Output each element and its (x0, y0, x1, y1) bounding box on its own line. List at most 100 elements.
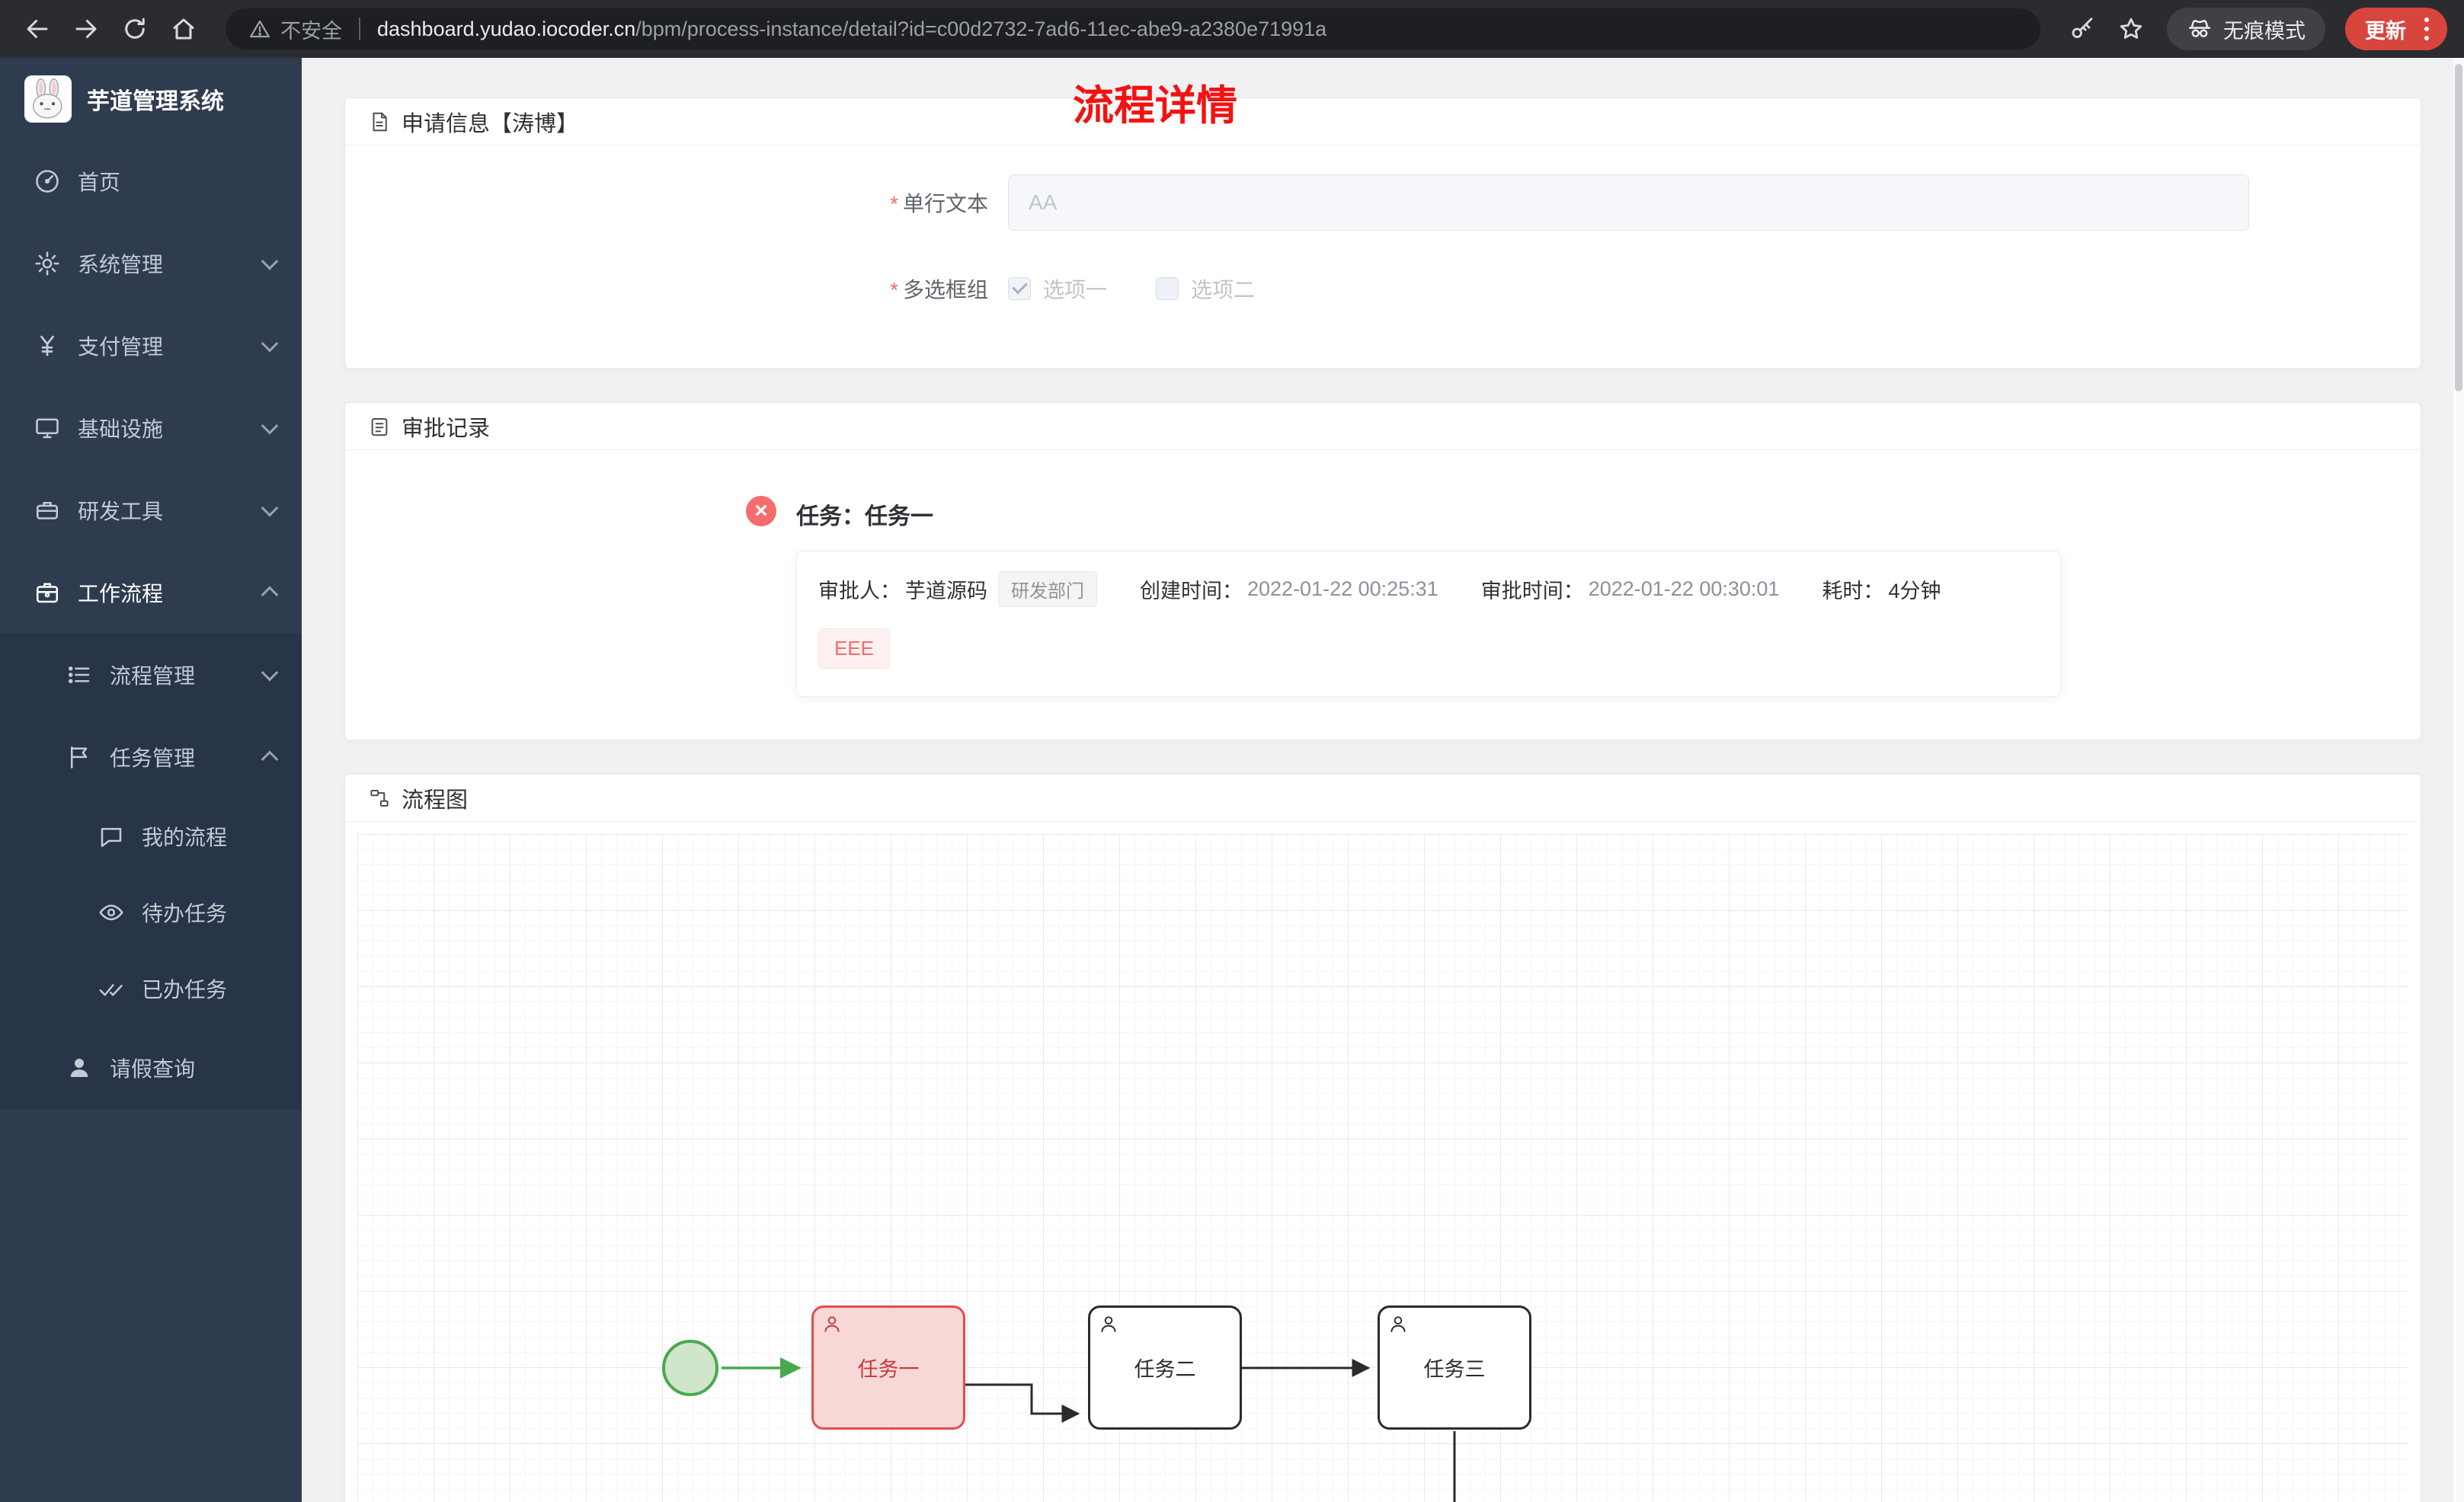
audit-time-value: 2022-01-22 00:30:01 (1588, 577, 1780, 600)
scrollbar-track (2453, 58, 2464, 1502)
reject-reason-tag: EEE (818, 628, 891, 669)
create-time-group: 创建时间： 2022-01-22 00:25:31 (1140, 577, 1438, 602)
app-title: 芋道管理系统 (87, 89, 224, 114)
back-icon[interactable] (17, 8, 58, 50)
yen-icon (34, 332, 61, 360)
person-icon (824, 1316, 840, 1332)
person-icon (1390, 1316, 1406, 1332)
dashboard-icon (34, 168, 61, 195)
app-logo-rabbit-icon (24, 75, 72, 123)
page-title: 流程详情 (1073, 83, 1237, 129)
bpmn-canvas[interactable]: 任务一 任务二 任务三 (357, 834, 2408, 1502)
chevron-down-icon (261, 252, 279, 270)
sidebar-item-label: 我的流程 (142, 826, 228, 849)
text-field-label: *单行文本 (890, 192, 988, 216)
sidebar-item-devtools[interactable]: 研发工具 (0, 469, 302, 551)
reload-icon[interactable] (114, 8, 155, 50)
approver-group: 审批人： 芋道源码 研发部门 (818, 571, 1097, 607)
omnibox-divider (359, 18, 360, 40)
flag-icon (66, 743, 93, 771)
checkbox-field-row: *多选框组 选项一 选项二 (345, 273, 2421, 304)
update-label: 更新 (2365, 19, 2406, 43)
monitor-icon (34, 414, 61, 442)
double-check-icon (98, 975, 125, 1002)
sidebar-item-payment[interactable]: 支付管理 (0, 305, 302, 387)
chevron-down-icon (261, 663, 279, 682)
sidebar-item-label: 请假查询 (110, 1057, 196, 1081)
approval-meta: 审批人： 芋道源码 研发部门 创建时间： 2022-01-22 00:25:31… (818, 571, 2039, 607)
task-node-label: 任务三 (1423, 1358, 1486, 1381)
url-text: dashboard.yudao.iocoder.cn/bpm/process-i… (377, 17, 1327, 40)
sidebar-item-system[interactable]: 系统管理 (0, 222, 302, 305)
bpmn-edges (722, 1357, 1456, 1502)
start-event-node[interactable] (662, 1340, 718, 1396)
sidebar-item-process-mgmt[interactable]: 流程管理 (0, 634, 302, 716)
toolbox-icon (34, 497, 61, 524)
sidebar-item-home[interactable]: 首页 (0, 140, 302, 222)
audit-record-header: 审批记录 (345, 403, 2421, 450)
warning-icon (250, 20, 270, 38)
audit-record-card: 审批记录 任务：任务一 审批人： 芋道源码 研发部门 创 (344, 402, 2421, 740)
chevron-down-icon (261, 334, 279, 353)
sidebar-item-done-tasks[interactable]: 已办任务 (0, 951, 302, 1027)
apply-form: *单行文本 *多选框组 选项一 选项二 (345, 145, 2421, 368)
home-icon[interactable] (163, 8, 204, 50)
department-tag: 研发部门 (998, 571, 1097, 607)
required-asterisk: * (890, 278, 898, 302)
menu-dots-icon[interactable] (2418, 18, 2435, 40)
task-node-2[interactable]: 任务二 (1088, 1305, 1242, 1430)
person-icon (1101, 1316, 1116, 1332)
key-icon[interactable] (2062, 8, 2103, 50)
checkbox-unchecked-icon (1156, 277, 1179, 300)
gear-icon (34, 250, 61, 277)
star-icon[interactable] (2110, 8, 2152, 50)
checkbox-option-2: 选项二 (1156, 273, 1255, 304)
checkbox-field-label: *多选框组 (890, 278, 988, 302)
sidebar-item-label: 流程管理 (110, 664, 196, 688)
sidebar-item-label: 任务管理 (110, 746, 196, 770)
task-node-1[interactable]: 任务一 (811, 1305, 965, 1430)
task-node-3[interactable]: 任务三 (1378, 1305, 1531, 1430)
sidebar-item-todo-tasks[interactable]: 待办任务 (0, 874, 302, 951)
scrollbar-thumb[interactable] (2455, 64, 2462, 391)
url-bar[interactable]: 不安全 dashboard.yudao.iocoder.cn/bpm/proce… (226, 8, 2040, 50)
create-time-value: 2022-01-22 00:25:31 (1247, 577, 1438, 600)
main-content: 流程详情 申请信息【涛博】 *单行文本 *多选框组 (302, 58, 2464, 1502)
chevron-up-icon (261, 750, 279, 769)
security-label: 不安全 (280, 19, 342, 43)
eye-icon (98, 899, 125, 926)
audit-timeline: 任务：任务一 审批人： 芋道源码 研发部门 创建时间： 2022-01-22 0… (345, 450, 2421, 740)
text-field-row: *单行文本 (345, 174, 2421, 231)
sidebar-item-infrastructure[interactable]: 基础设施 (0, 387, 302, 469)
apply-info-card: 申请信息【涛博】 *单行文本 *多选框组 选项一 (344, 97, 2421, 369)
update-button[interactable]: 更新 (2345, 8, 2447, 50)
checkbox-option-1: 选项一 (1008, 273, 1107, 304)
rejected-status-icon (746, 496, 776, 526)
sidebar-item-leave-query[interactable]: 请假查询 (0, 1027, 302, 1109)
checkbox-checked-icon (1008, 277, 1031, 300)
document-icon (373, 112, 387, 131)
app-logo-row: 芋道管理系统 (0, 58, 302, 140)
list-icon (66, 661, 93, 689)
browser-chrome: 不安全 dashboard.yudao.iocoder.cn/bpm/proce… (0, 0, 2464, 58)
sidebar-item-task-mgmt[interactable]: 任务管理 (0, 716, 302, 798)
forward-icon[interactable] (66, 8, 107, 50)
audit-record-title: 审批记录 (402, 416, 491, 441)
process-diagram-header: 流程图 (345, 775, 2421, 822)
sidebar-item-label: 基础设施 (78, 417, 164, 441)
apply-info-title: 申请信息【涛博】 (402, 111, 579, 136)
single-line-text-input (1008, 174, 2249, 231)
task-node-label: 任务一 (857, 1358, 920, 1381)
checkbox-group: 选项一 选项二 (1008, 273, 1255, 304)
process-diagram-card: 流程图 任 (344, 774, 2421, 1502)
sidebar: 芋道管理系统 首页 系统管理 支付管理 基础设施 (0, 58, 302, 1502)
task-node-label: 任务二 (1134, 1358, 1196, 1381)
sidebar-item-label: 工作流程 (78, 582, 164, 606)
apply-info-header: 申请信息【涛博】 (345, 98, 2421, 145)
sidebar-item-workflow[interactable]: 工作流程 (0, 551, 302, 634)
task-title: 任务：任务一 (796, 504, 933, 529)
sidebar-item-my-process[interactable]: 我的流程 (0, 798, 302, 874)
incognito-badge[interactable]: 无痕模式 (2167, 8, 2325, 50)
user-icon (66, 1054, 93, 1082)
